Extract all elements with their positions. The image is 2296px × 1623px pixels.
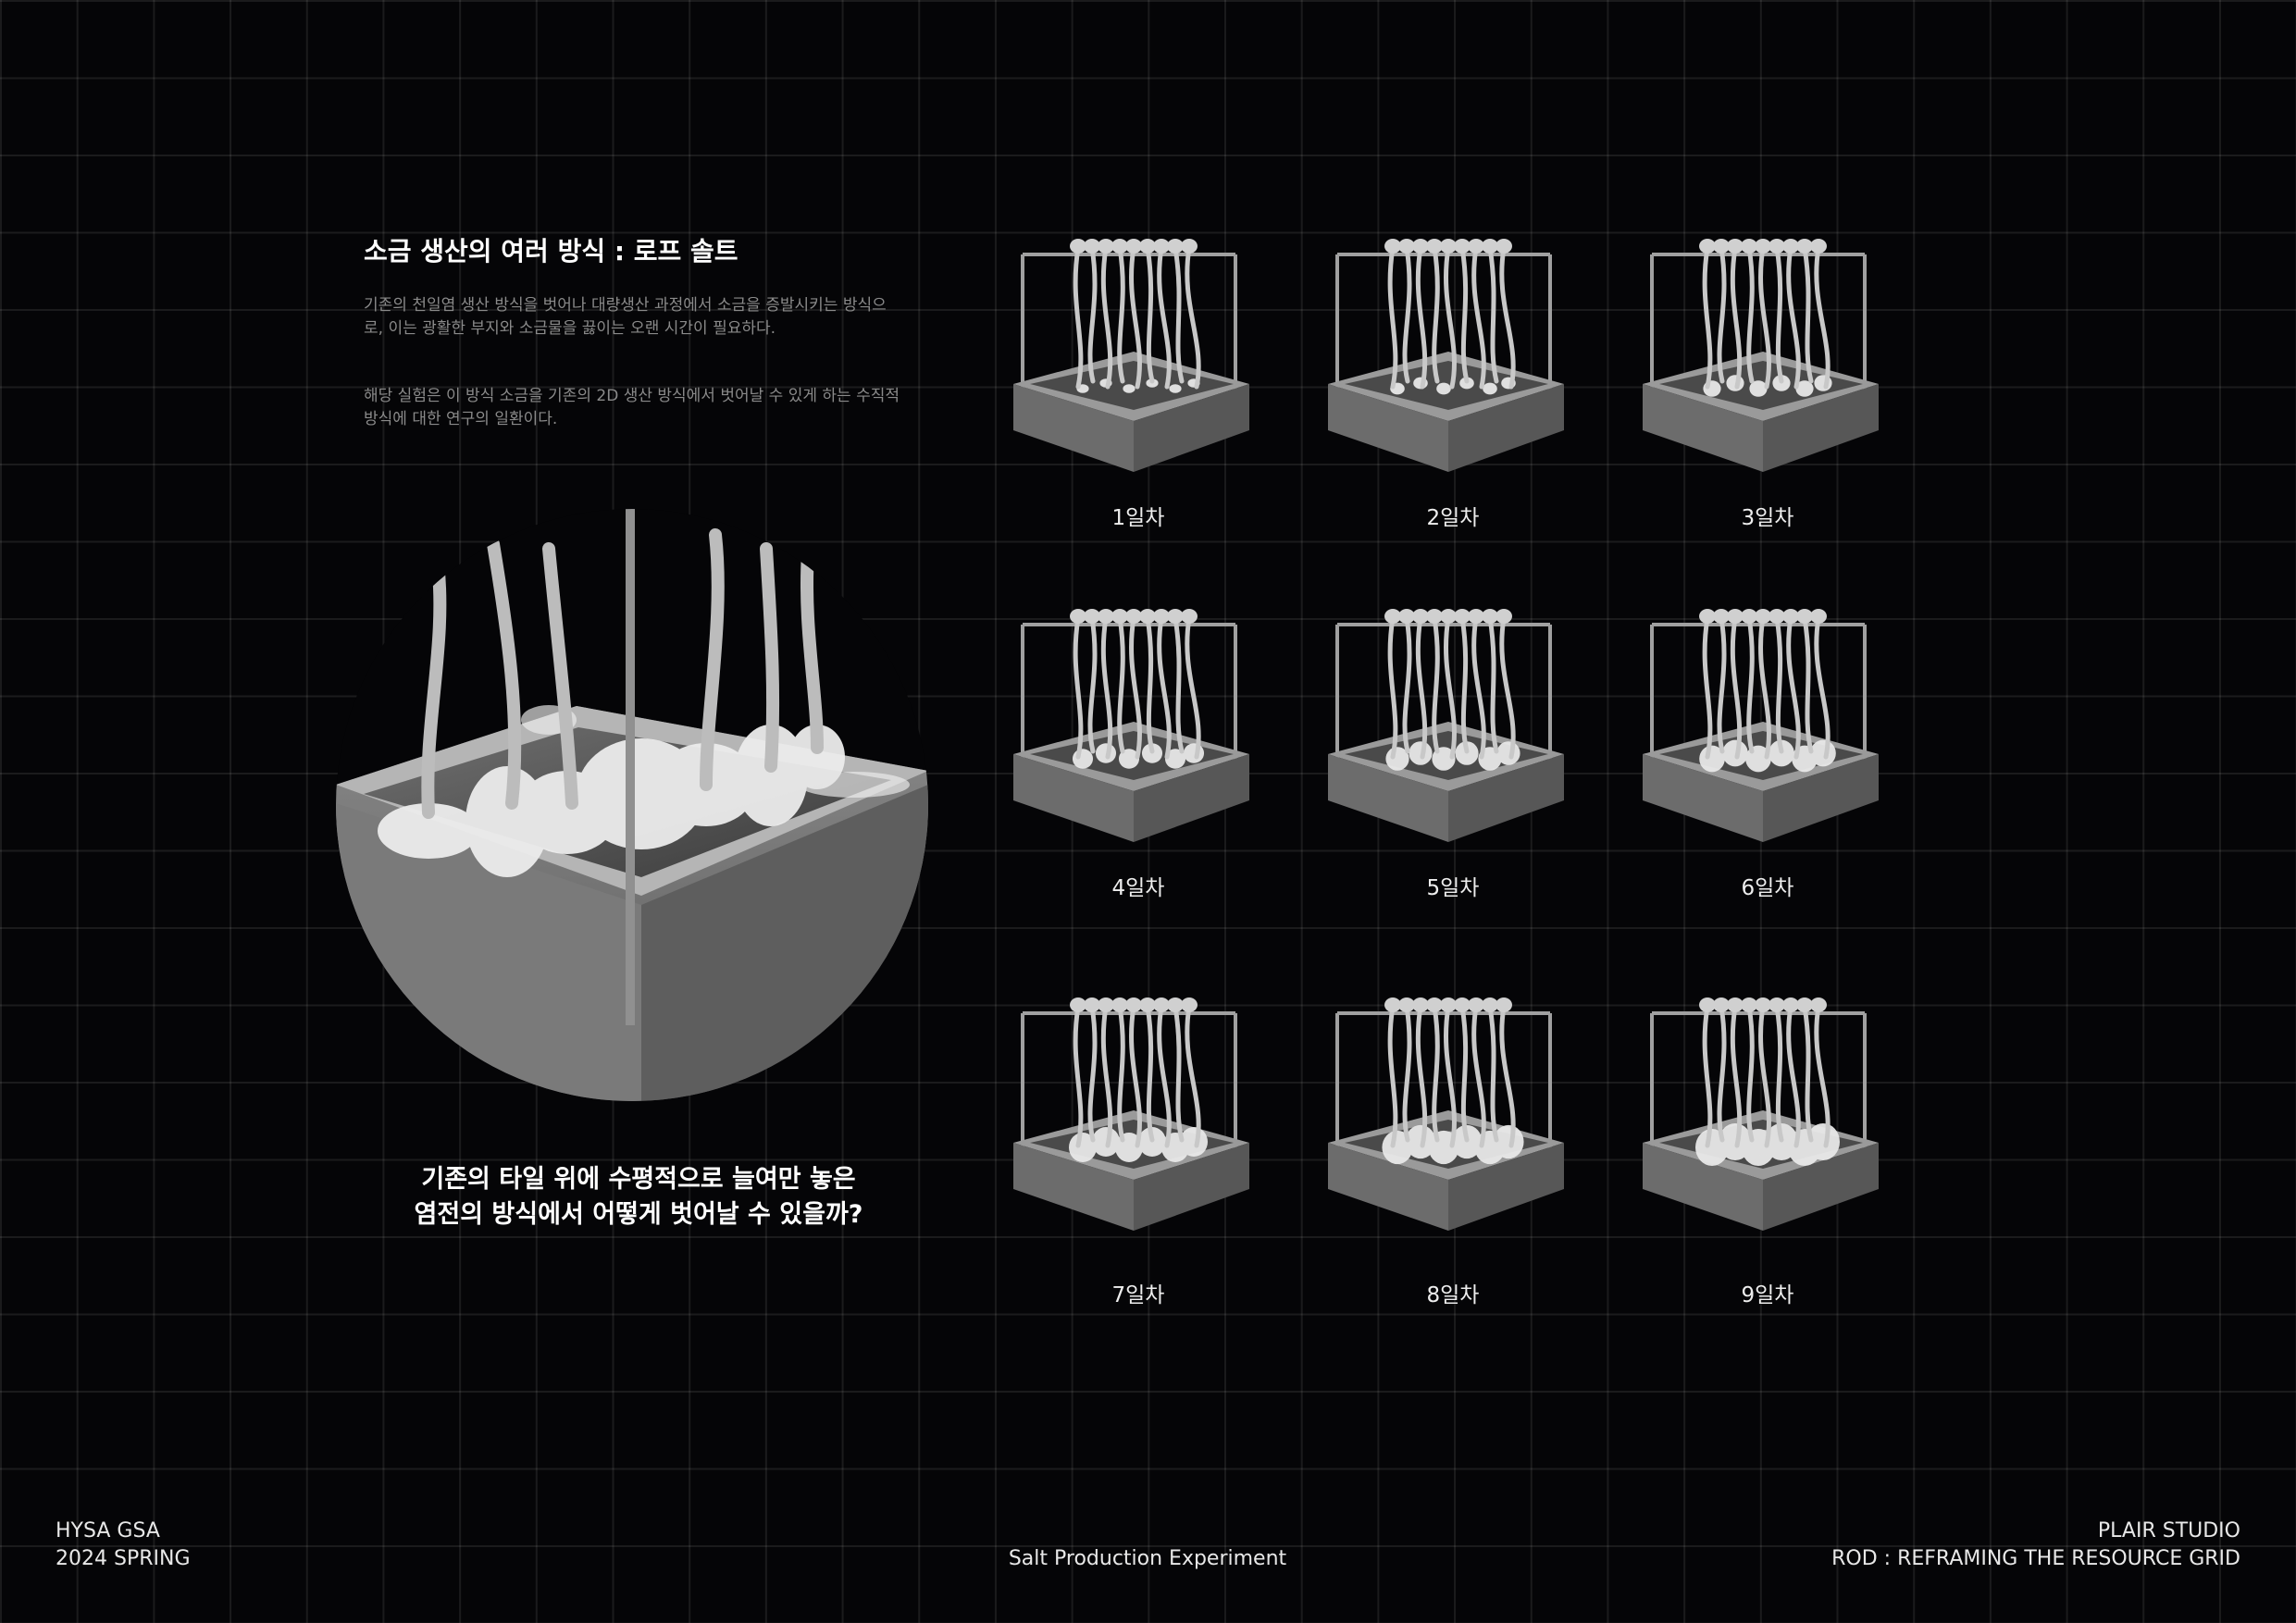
day-label-1: 1일차 — [1111, 506, 1165, 530]
day-cell-2: 2일차 — [1319, 222, 1624, 592]
day-label-8: 8일차 — [1426, 1283, 1480, 1307]
day-cell-7: 7일차 — [1004, 981, 1309, 1351]
research-question: 기존의 타일 위에 수평적으로 늘여만 놓은 염전의 방식에서 어떻게 벗어날 … — [352, 1162, 925, 1233]
tray-photo-6 — [1643, 609, 1879, 842]
day-label-5: 5일차 — [1426, 876, 1480, 900]
tray-photo-1 — [1013, 239, 1249, 472]
day-cell-1: 1일차 — [1004, 222, 1309, 592]
tray-photo-2 — [1328, 239, 1564, 472]
day-cell-6: 6일차 — [1633, 592, 1939, 962]
tray-photo-9 — [1643, 997, 1879, 1231]
question-line-1: 기존의 타일 위에 수평적으로 늘여만 놓은 — [421, 1165, 856, 1194]
tray-photo-4 — [1013, 609, 1249, 842]
footer-semester: 2024 SPRING — [56, 1547, 191, 1570]
detail-photo — [336, 509, 928, 1101]
intro-paragraph-2: 해당 실험은 이 방식 소금을 기존의 2D 생산 방식에서 벗어날 수 있게 … — [364, 387, 900, 428]
day-label-6: 6일차 — [1741, 876, 1794, 900]
footer-center: Salt Production Experiment — [1008, 1547, 1287, 1570]
day-cell-4: 4일차 — [1004, 592, 1309, 962]
footer-studio: PLAIR STUDIO — [2097, 1519, 2240, 1542]
day-cell-8: 8일차 — [1319, 981, 1624, 1351]
page-title: 소금 생산의 여러 방식 : 로프 솔트 — [364, 236, 738, 266]
day-label-2: 2일차 — [1426, 506, 1480, 530]
tray-photo-3 — [1643, 239, 1879, 472]
day-label-4: 4일차 — [1111, 876, 1165, 900]
footer-left: HYSA GSA 2024 SPRING — [56, 1518, 191, 1573]
tray-photo-5 — [1328, 609, 1564, 842]
day-cell-5: 5일차 — [1319, 592, 1624, 962]
intro-paragraph-1: 기존의 천일염 생산 방식을 벗어나 대량생산 과정에서 소금을 증발시키는 방… — [364, 296, 887, 338]
tray-photo-8 — [1328, 997, 1564, 1231]
question-line-2: 염전의 방식에서 어떻게 벗어날 수 있을까? — [414, 1200, 863, 1229]
day-label-7: 7일차 — [1111, 1283, 1165, 1307]
day-cell-3: 3일차 — [1633, 222, 1939, 592]
day-label-9: 9일차 — [1741, 1283, 1794, 1307]
day-label-3: 3일차 — [1741, 506, 1794, 530]
day-cell-9: 9일차 — [1633, 981, 1939, 1351]
footer-school: HYSA GSA — [56, 1519, 160, 1542]
tray-photo-7 — [1013, 997, 1249, 1231]
footer-project: ROD : REFRAMING THE RESOURCE GRID — [1831, 1547, 2240, 1570]
footer-right: PLAIR STUDIO ROD : REFRAMING THE RESOURC… — [1831, 1518, 2240, 1573]
